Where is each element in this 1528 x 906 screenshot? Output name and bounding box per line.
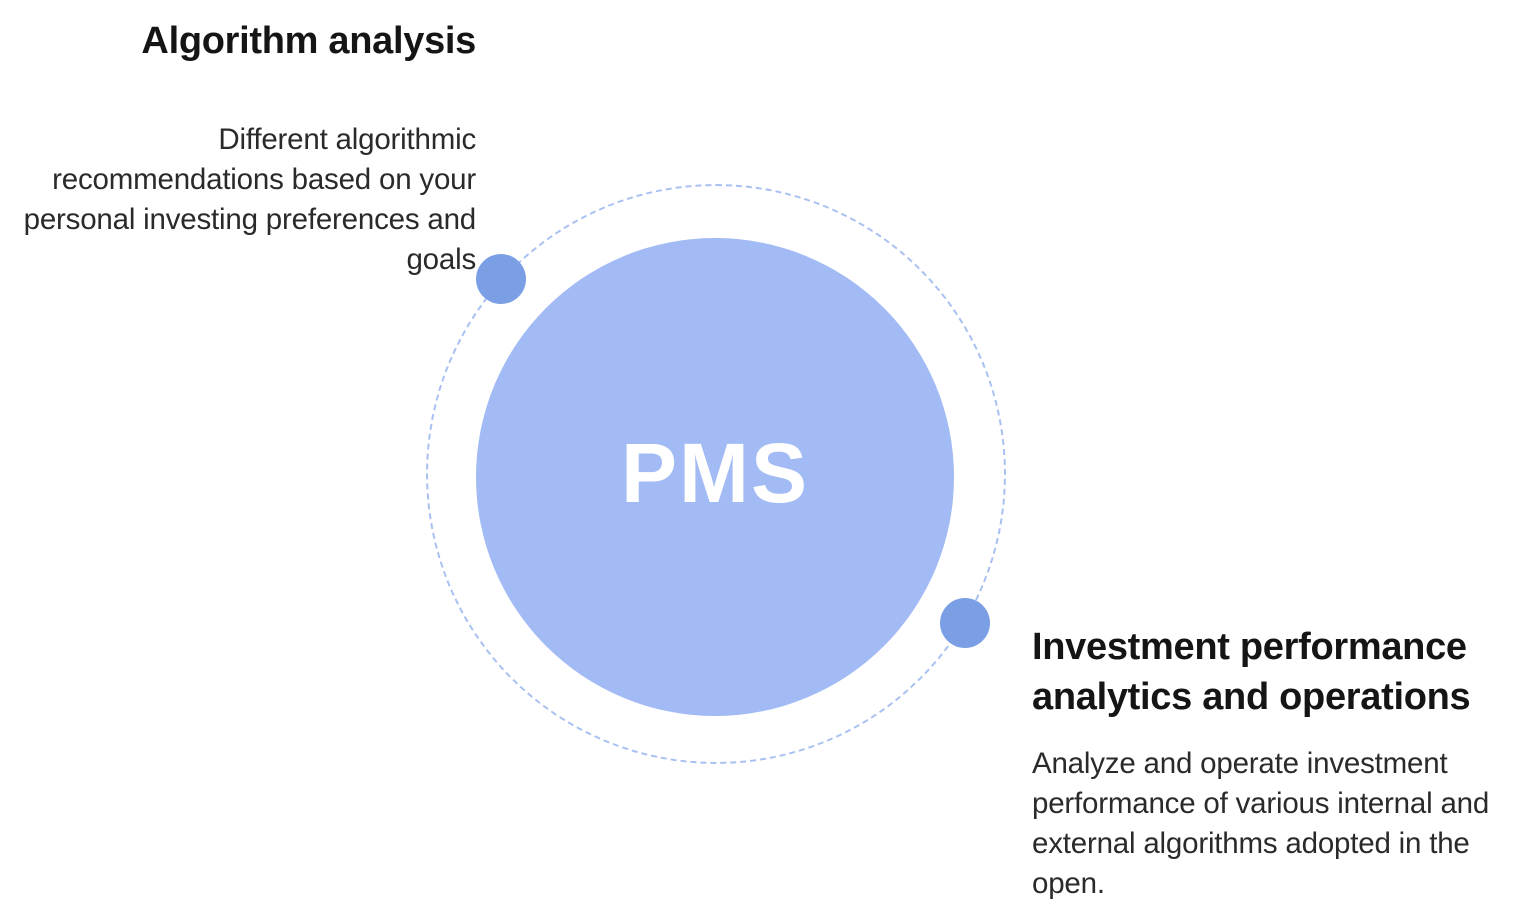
investment-performance-description: Analyze and operate investment performan… bbox=[1032, 747, 1490, 900]
orbit-node-investment-performance bbox=[940, 598, 990, 648]
algorithm-analysis-block: Algorithm analysis Different algorithmic… bbox=[0, 16, 477, 280]
core-label: PMS bbox=[620, 426, 810, 520]
investment-performance-title: Investment performance analytics and ope… bbox=[1032, 626, 1471, 718]
dashed-orbit-ring bbox=[426, 184, 1006, 764]
pms-core-circle: PMS bbox=[476, 238, 954, 716]
algorithm-analysis-title: Algorithm analysis bbox=[141, 20, 476, 62]
orbit-node-algorithm-analysis bbox=[476, 254, 526, 304]
algorithm-analysis-description: Different algorithmic recommendations ba… bbox=[23, 123, 477, 276]
investment-performance-block: Investment performance analytics and ope… bbox=[1032, 622, 1522, 904]
